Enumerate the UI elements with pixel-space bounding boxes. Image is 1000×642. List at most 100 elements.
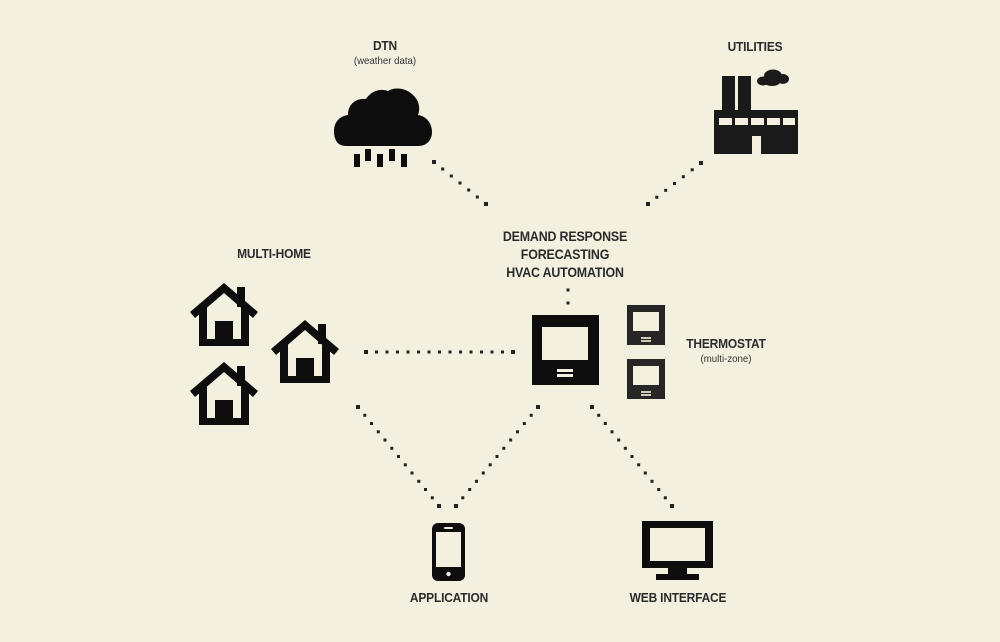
connector-dot	[650, 479, 654, 483]
rain-cloud-icon	[334, 88, 432, 167]
connector-dot	[417, 479, 421, 483]
connector-center-label	[566, 288, 570, 305]
connector-dot	[475, 479, 478, 483]
connector-dot	[522, 422, 526, 425]
thermostat-main-icon	[532, 315, 599, 385]
connector-dot	[566, 301, 570, 305]
connector-dot	[356, 405, 360, 409]
connector-dot	[657, 488, 661, 491]
connector-dot	[459, 350, 462, 354]
connector-dot	[406, 350, 410, 354]
dtn-title: DTN	[372, 38, 398, 53]
smartphone-icon	[432, 523, 465, 581]
connector-dot	[643, 471, 647, 475]
connector-dot	[663, 496, 667, 500]
web-interface-title: WEB INTERFACE	[629, 590, 727, 605]
monitor-icon	[642, 521, 713, 580]
connector-dot	[480, 350, 483, 354]
center-line-3: HVAC AUTOMATION	[506, 265, 624, 280]
connector-dot	[511, 350, 515, 354]
center-label: DEMAND RESPONSE FORECASTING HVAC AUTOMAT…	[487, 228, 643, 282]
thermostat-icon	[627, 359, 665, 399]
connector-dot	[516, 430, 519, 434]
connector-dot	[699, 161, 703, 165]
connector-dot	[490, 350, 494, 354]
house-icon	[190, 283, 258, 346]
connector-dot	[363, 413, 367, 417]
connector-dot	[376, 430, 380, 434]
connector-dot	[610, 430, 614, 434]
center-line-2: FORECASTING	[520, 247, 610, 262]
connector-dot	[437, 504, 441, 508]
connector-dot	[383, 438, 387, 442]
connector-dot	[441, 167, 445, 171]
connector-dot	[597, 413, 601, 417]
multi-home-title: MULTI-HOME	[237, 246, 311, 261]
connector-utilities-center	[646, 161, 703, 206]
connector-dot	[630, 455, 634, 458]
center-line-1: DEMAND RESPONSE	[502, 229, 628, 244]
dtn-subtitle: (weather data)	[353, 55, 417, 67]
connector-multihome-application	[356, 405, 441, 508]
connector-dot	[590, 405, 594, 409]
connector-dot	[501, 350, 504, 354]
connector-dot	[397, 455, 400, 458]
utilities-title: UTILITIES	[727, 39, 783, 54]
connector-dot	[467, 188, 471, 192]
thermostat-title: THERMOSTAT	[686, 336, 766, 351]
connector-dot	[385, 350, 389, 354]
connector-dot	[655, 195, 659, 199]
application-title: APPLICATION	[409, 590, 489, 605]
connector-dot	[432, 160, 436, 164]
multi-home-label: MULTI-HOME	[226, 246, 322, 261]
connector-dot	[670, 504, 674, 508]
connector-dot	[488, 463, 492, 467]
house-icon	[190, 362, 258, 425]
application-label: APPLICATION	[398, 590, 499, 605]
factory-icon	[714, 69, 798, 154]
connector-dot	[566, 288, 570, 292]
thermostat-label: THERMOSTAT (multi-zone)	[682, 336, 770, 365]
thermostat-icon	[627, 305, 665, 345]
connector-dot	[417, 350, 420, 354]
connector-dot	[664, 188, 668, 192]
connector-dot	[529, 413, 533, 417]
connector-center-web	[590, 405, 674, 508]
connector-dot	[646, 202, 650, 206]
connector-dot	[410, 471, 414, 475]
connector-multihome-center	[364, 350, 515, 354]
connector-dot	[481, 471, 485, 475]
connector-dot	[370, 422, 373, 425]
connector-dot	[623, 446, 627, 450]
web-interface-label: WEB INTERFACE	[623, 590, 733, 605]
connector-dot	[673, 182, 676, 185]
connector-dot	[617, 438, 621, 442]
house-icon	[271, 320, 339, 383]
connector-dot	[364, 350, 368, 354]
connector-dot	[390, 446, 394, 450]
connector-dot	[469, 350, 473, 354]
connector-dtn-center	[432, 160, 488, 206]
thermostat-subtitle: (multi-zone)	[700, 353, 752, 365]
connector-dot	[449, 174, 453, 178]
connector-dot	[536, 405, 540, 409]
dtn-label: DTN (weather data)	[334, 38, 435, 67]
connector-dot	[681, 175, 685, 179]
connector-dot	[448, 350, 452, 354]
connector-dot	[603, 422, 607, 425]
connector-dot	[690, 168, 694, 172]
connector-dot	[375, 350, 378, 354]
utilities-label: UTILITIES	[709, 39, 801, 54]
connector-dot	[424, 488, 427, 491]
connector-dot	[396, 350, 399, 354]
connector-center-application	[454, 405, 540, 508]
connector-dot	[461, 496, 465, 500]
connector-dot	[484, 202, 488, 206]
connector-dot	[454, 504, 458, 508]
connector-dot	[509, 438, 513, 442]
connector-dot	[403, 463, 407, 467]
connector-dot	[427, 350, 431, 354]
connector-dot	[495, 455, 499, 458]
